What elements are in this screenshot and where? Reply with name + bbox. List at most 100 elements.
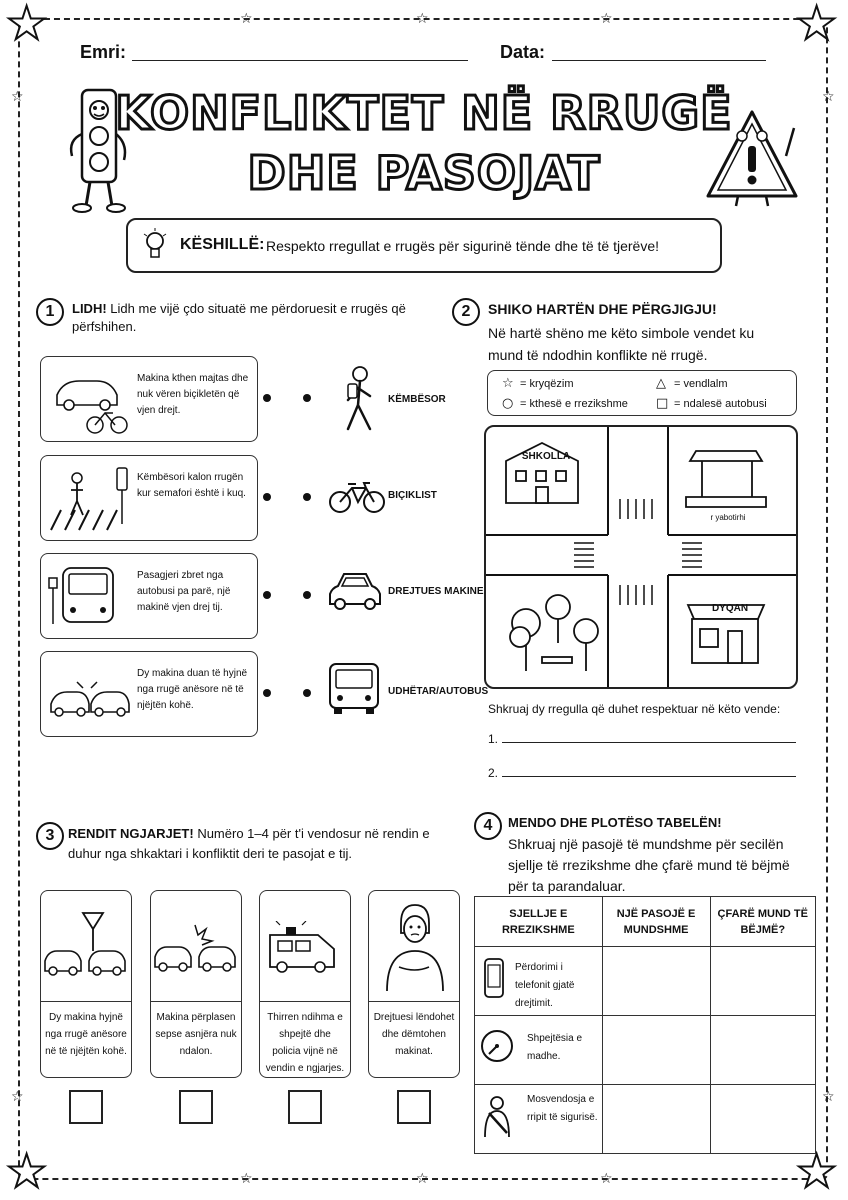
match-dot-right[interactable] [303,493,311,501]
behavior-table: SJELLJE E RREZIKSHME NJË PASOJË E MUNDSH… [474,896,817,1154]
legend-item: = kryqëzim [520,378,574,390]
role-label: BIÇIKLIST [388,490,437,501]
section3-text: Numëro 1–4 për t'i vendosur në rendin e … [68,826,430,861]
tip-text: Respekto rregullat e rrugës për sigurinë… [266,238,660,254]
section1-text: Lidh me vijë çdo situatë me përdoruesit … [72,301,406,334]
event-text: Thirren ndihma e shpejtë dhe policia vij… [265,1012,345,1074]
pedestrian-icon [346,366,372,431]
card-divider [369,1001,459,1002]
section4-heading: MENDO DHE PLOTËSO TABELËN! [508,815,722,830]
prevention-cell[interactable] [709,1015,817,1085]
map-legend: ☆ = kryqëzim △ = vendlalm ○ = kthesë e r… [487,370,797,416]
event-card: Drejtuesi lëndohet dhe dëmtohen makinat. [368,890,460,1078]
name-field[interactable] [132,60,468,61]
situation-card: Këmbësori kalon rrugën kur semafori ësht… [40,455,258,541]
consequence-cell[interactable] [601,946,711,1016]
legend-item: = ndalesë autobusi [674,398,767,410]
behavior-text: Përdorimi i telefonit gjatë drejtimit. [515,962,575,1009]
answer-number: 2. [488,766,499,780]
page-border [18,18,828,1180]
prevention-cell[interactable] [709,946,817,1016]
street-map[interactable]: SHKOLLA DYQAN r yabotirhi [484,425,798,689]
table-row: Përdorimi i telefonit gjatë drejtimit. [474,946,817,1016]
event-text: Drejtuesi lëndohet dhe dëmtohen makinat. [373,1012,455,1057]
situation-text: Makina kthen majtas dhe nuk vëren biçikl… [137,373,249,416]
section3-heading: RENDIT NGJARJET! [68,826,194,841]
triangle-symbol-icon: △ [656,376,666,391]
bicycle-icon [329,482,385,513]
star-symbol-icon: ☆ [502,376,514,391]
order-number-box[interactable] [288,1090,322,1124]
tip-label: KËSHILLË: [180,236,265,253]
section2-heading: SHIKO HARTËN DHE PËRGJIGJU! [488,301,717,317]
date-field[interactable] [552,60,766,61]
section1-heading: LIDH! [72,301,107,316]
match-dot-right[interactable] [303,394,311,402]
car-bicycle-icon [56,380,128,434]
consequence-cell[interactable] [601,1015,711,1085]
behavior-cell: Përdorimi i telefonit gjatë drejtimit. [474,946,603,1016]
card-divider [260,1001,350,1002]
name-label: Emri: [80,42,127,62]
page-subtitle: DHE PASOJAT [246,145,601,202]
match-dot-left[interactable] [263,493,271,501]
consequence-cell[interactable] [601,1084,711,1154]
situation-text: Pasagjeri zbret nga autobusi pa parë, nj… [137,570,231,613]
small-star-icon: ☆ [822,89,835,105]
answer-line[interactable] [502,776,796,777]
match-dot-right[interactable] [303,689,311,697]
situation-card: Dy makina duan të hyjnë nga rrugë anësor… [40,651,258,737]
speedometer-icon [481,1030,513,1062]
bus-icon [329,663,379,714]
corner-star-icon: ★ [5,0,48,50]
section3-instructions: RENDIT NGJARJET! Numëro 1–4 për t'i vend… [68,824,444,864]
two-cars-icon [50,681,130,717]
section4-text: Shkruaj një pasojë të mundshme për secil… [508,836,790,894]
section-number: 1 [36,298,64,326]
event-card: Dy makina hyjnë nga rrugë anësore në të … [40,890,132,1078]
small-star-icon: ☆ [11,89,24,105]
corner-star-icon: ★ [795,0,838,50]
match-dot-right[interactable] [303,591,311,599]
role-label: DREJTUES MAKINE [388,586,484,597]
shop-label: DYQAN [711,603,749,614]
legend-item: = kthesë e rrezikshme [520,398,628,410]
bus-stop-label: r yabotirhi [710,513,746,522]
order-number-box[interactable] [69,1090,103,1124]
match-dot-left[interactable] [263,591,271,599]
behavior-cell: Mosvendosja e rripit të sigurisë. [474,1084,603,1154]
role-label: KËMBËSOR [388,394,446,405]
date-label: Data: [500,42,546,62]
card-divider [151,1001,241,1002]
section-number: 4 [474,812,502,840]
section-number: 3 [36,822,64,850]
situation-text: Dy makina duan të hyjnë nga rrugë anësor… [137,668,248,711]
card-divider [41,1001,131,1002]
order-number-box[interactable] [397,1090,431,1124]
small-star-icon: ☆ [240,1171,253,1187]
event-text: Dy makina hyjnë nga rrugë anësore në të … [45,1012,127,1057]
section1-instructions: LIDH! Lidh me vijë çdo situatë me përdor… [72,300,412,336]
school-label: SHKOLLA [521,451,571,462]
behavior-text: Mosvendosja e rripit të sigurisë. [527,1094,598,1123]
situation-card: Makina kthen majtas dhe nuk vëren biçikl… [40,356,258,442]
match-dot-left[interactable] [263,689,271,697]
corner-star-icon: ★ [795,1144,838,1198]
match-dot-left[interactable] [263,394,271,402]
warning-triangle-mascot-icon [706,110,798,207]
injured-driver-icon [386,904,444,992]
order-number-box[interactable] [179,1090,213,1124]
event-text: Makina përplasen sepse asnjëra nuk ndalo… [155,1012,237,1057]
phone-icon [484,958,504,998]
answer-line[interactable] [502,742,796,743]
traffic-light-mascot-icon [69,88,127,213]
square-symbol-icon: □ [656,396,669,411]
car-crash-icon [154,924,236,972]
cars-yield-sign-icon [44,912,126,976]
prevention-cell[interactable] [709,1084,817,1154]
situation-text: Këmbësori kalon rrugën kur semafori ësht… [137,472,246,499]
small-star-icon: ☆ [240,11,253,27]
table-row: Shpejtësia e madhe. [474,1015,817,1085]
section-number: 2 [452,298,480,326]
table-row: Mosvendosja e rripit të sigurisë. [474,1084,817,1154]
